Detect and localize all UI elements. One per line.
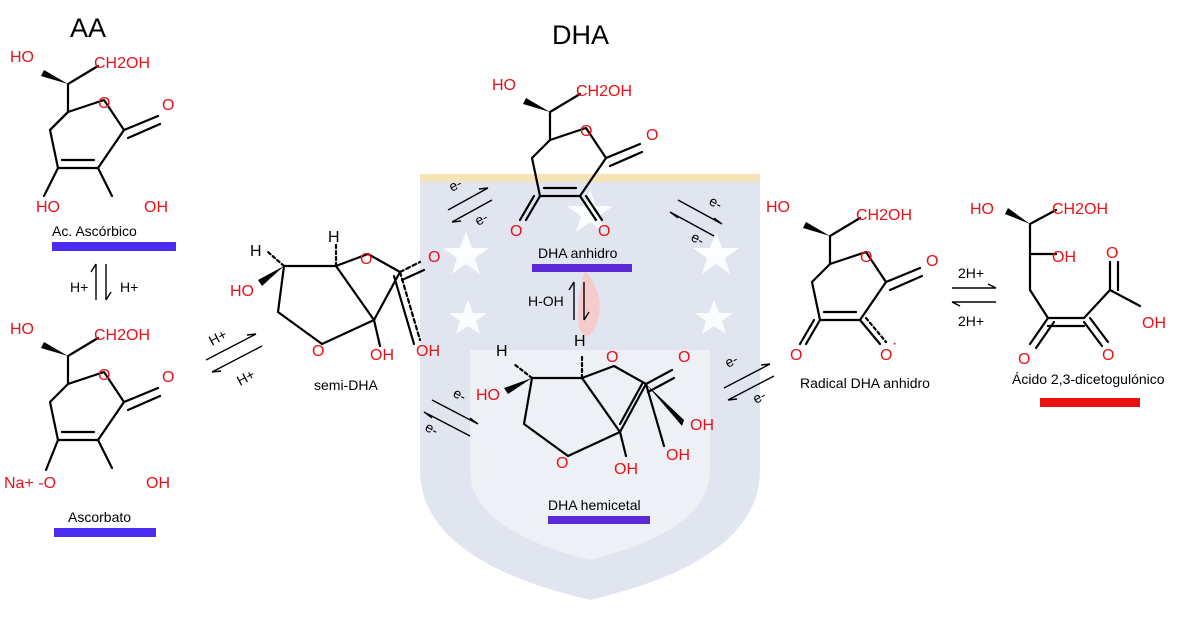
atom-o: O (162, 369, 174, 386)
label-radical-dha: Radical DHA anhidro (800, 375, 930, 391)
atom-oh: OH (614, 461, 638, 478)
atom-ch2oh: CH2OH (1052, 201, 1108, 218)
label-acido-ascorbico: Ac. Ascórbico (52, 223, 137, 239)
atom-o: O (312, 343, 324, 360)
structure-ascorbato: HO CH2OH O O Na+ -O OH (4, 321, 174, 492)
atom-ch2oh: CH2OH (94, 327, 150, 344)
atom-h: H (250, 243, 262, 260)
structure-dha-hemicetal: H H HO O O O OH OH OH (476, 333, 714, 478)
atom-ho: HO (476, 387, 500, 404)
bar-ascorbato (54, 528, 156, 537)
label-dha-hemicetal: DHA hemicetal (548, 497, 641, 513)
atom-o: O (580, 123, 592, 140)
atom-o-radical: O (880, 347, 892, 364)
atom-h: H (574, 333, 586, 350)
bar-dha-hemicetal (548, 516, 650, 524)
atom-o: O (598, 223, 610, 240)
atom-ch2oh: CH2OH (576, 83, 632, 100)
label-h-plus: H+ (234, 366, 258, 389)
atom-o: O (556, 455, 568, 472)
atom-ho: HO (36, 199, 60, 216)
label-acido-dicetogulonico: Ácido 2,3-dicetogulónico (1012, 371, 1165, 387)
atom-oh: OH (144, 199, 168, 216)
atom-ch2oh: CH2OH (856, 207, 912, 224)
bar-acido-ascorbico (52, 242, 176, 251)
atom-oh: OH (690, 417, 714, 434)
heading-dha: DHA (552, 20, 609, 50)
atom-ho: HO (766, 199, 790, 216)
atom-h: H (328, 229, 340, 246)
structure-semi-dha: H H HO O O O OH OH (230, 229, 440, 364)
label-h-plus: H+ (70, 279, 88, 295)
bar-acido-dicetogulonico (1040, 398, 1140, 407)
equilibrium-radical-acido: 2H+ 2H+ (951, 265, 997, 329)
equilibrium-hemicetal-radical: e- e- (722, 351, 775, 407)
atom-ho: HO (10, 49, 34, 66)
atom-ho: HO (10, 321, 34, 338)
atom-o: O (678, 349, 690, 366)
equilibrium-hydration: H-OH (528, 281, 590, 321)
atom-oh: OH (1052, 249, 1076, 266)
shield-inner (470, 350, 710, 560)
structure-acido-ascorbico: HO CH2OH O O HO OH (10, 49, 174, 216)
atom-o: O (1018, 351, 1030, 368)
label-two-h-plus: 2H+ (958, 265, 984, 281)
atom-o: O (646, 127, 658, 144)
atom-h: H (496, 343, 508, 360)
atom-oh: OH (666, 447, 690, 464)
atom-oh: OH (146, 475, 170, 492)
atom-o: O (926, 253, 938, 270)
atom-o: O (428, 249, 440, 266)
atom-oh: OH (416, 343, 440, 360)
atom-ho: HO (970, 201, 994, 218)
atom-ho: HO (230, 283, 254, 300)
bar-dha-anhidro (532, 264, 632, 272)
label-ascorbato: Ascorbato (68, 509, 131, 525)
structure-radical-dha: HO CH2OH O O O O · (766, 199, 938, 364)
label-semi-dha: semi-DHA (314, 377, 378, 393)
atom-o: O (790, 347, 802, 364)
label-h-plus: H+ (120, 279, 138, 295)
atom-o: O (98, 367, 110, 384)
atom-o: O (510, 223, 522, 240)
label-water: H-OH (528, 293, 564, 309)
atom-o: O (860, 249, 872, 266)
atom-o: O (1106, 245, 1118, 262)
atom-oh: OH (1142, 315, 1166, 332)
atom-na-o: Na+ -O (4, 475, 56, 492)
atom-ho: HO (492, 77, 516, 94)
equilibrium-aa-ascorbato: H+ H+ (70, 263, 138, 301)
radical-dot: · (892, 335, 897, 352)
label-h-plus: H+ (206, 326, 230, 349)
label-two-h-plus: 2H+ (958, 313, 984, 329)
atom-o: O (1102, 347, 1114, 364)
atom-ch2oh: CH2OH (94, 55, 150, 72)
atom-oh: OH (370, 347, 394, 364)
equilibrium-ascorbato-semidha: H+ H+ (205, 326, 263, 389)
label-dha-anhidro: DHA anhidro (538, 245, 618, 261)
atom-o: O (162, 97, 174, 114)
heading-aa: AA (70, 13, 106, 43)
atom-o: O (360, 251, 372, 268)
structure-acido-dicetogulonico: HO CH2OH OH O OH O O (970, 201, 1166, 368)
atom-o: O (606, 349, 618, 366)
structure-dha-anhidro: HO CH2OH O O O O (492, 77, 658, 240)
atom-o: O (98, 95, 110, 112)
